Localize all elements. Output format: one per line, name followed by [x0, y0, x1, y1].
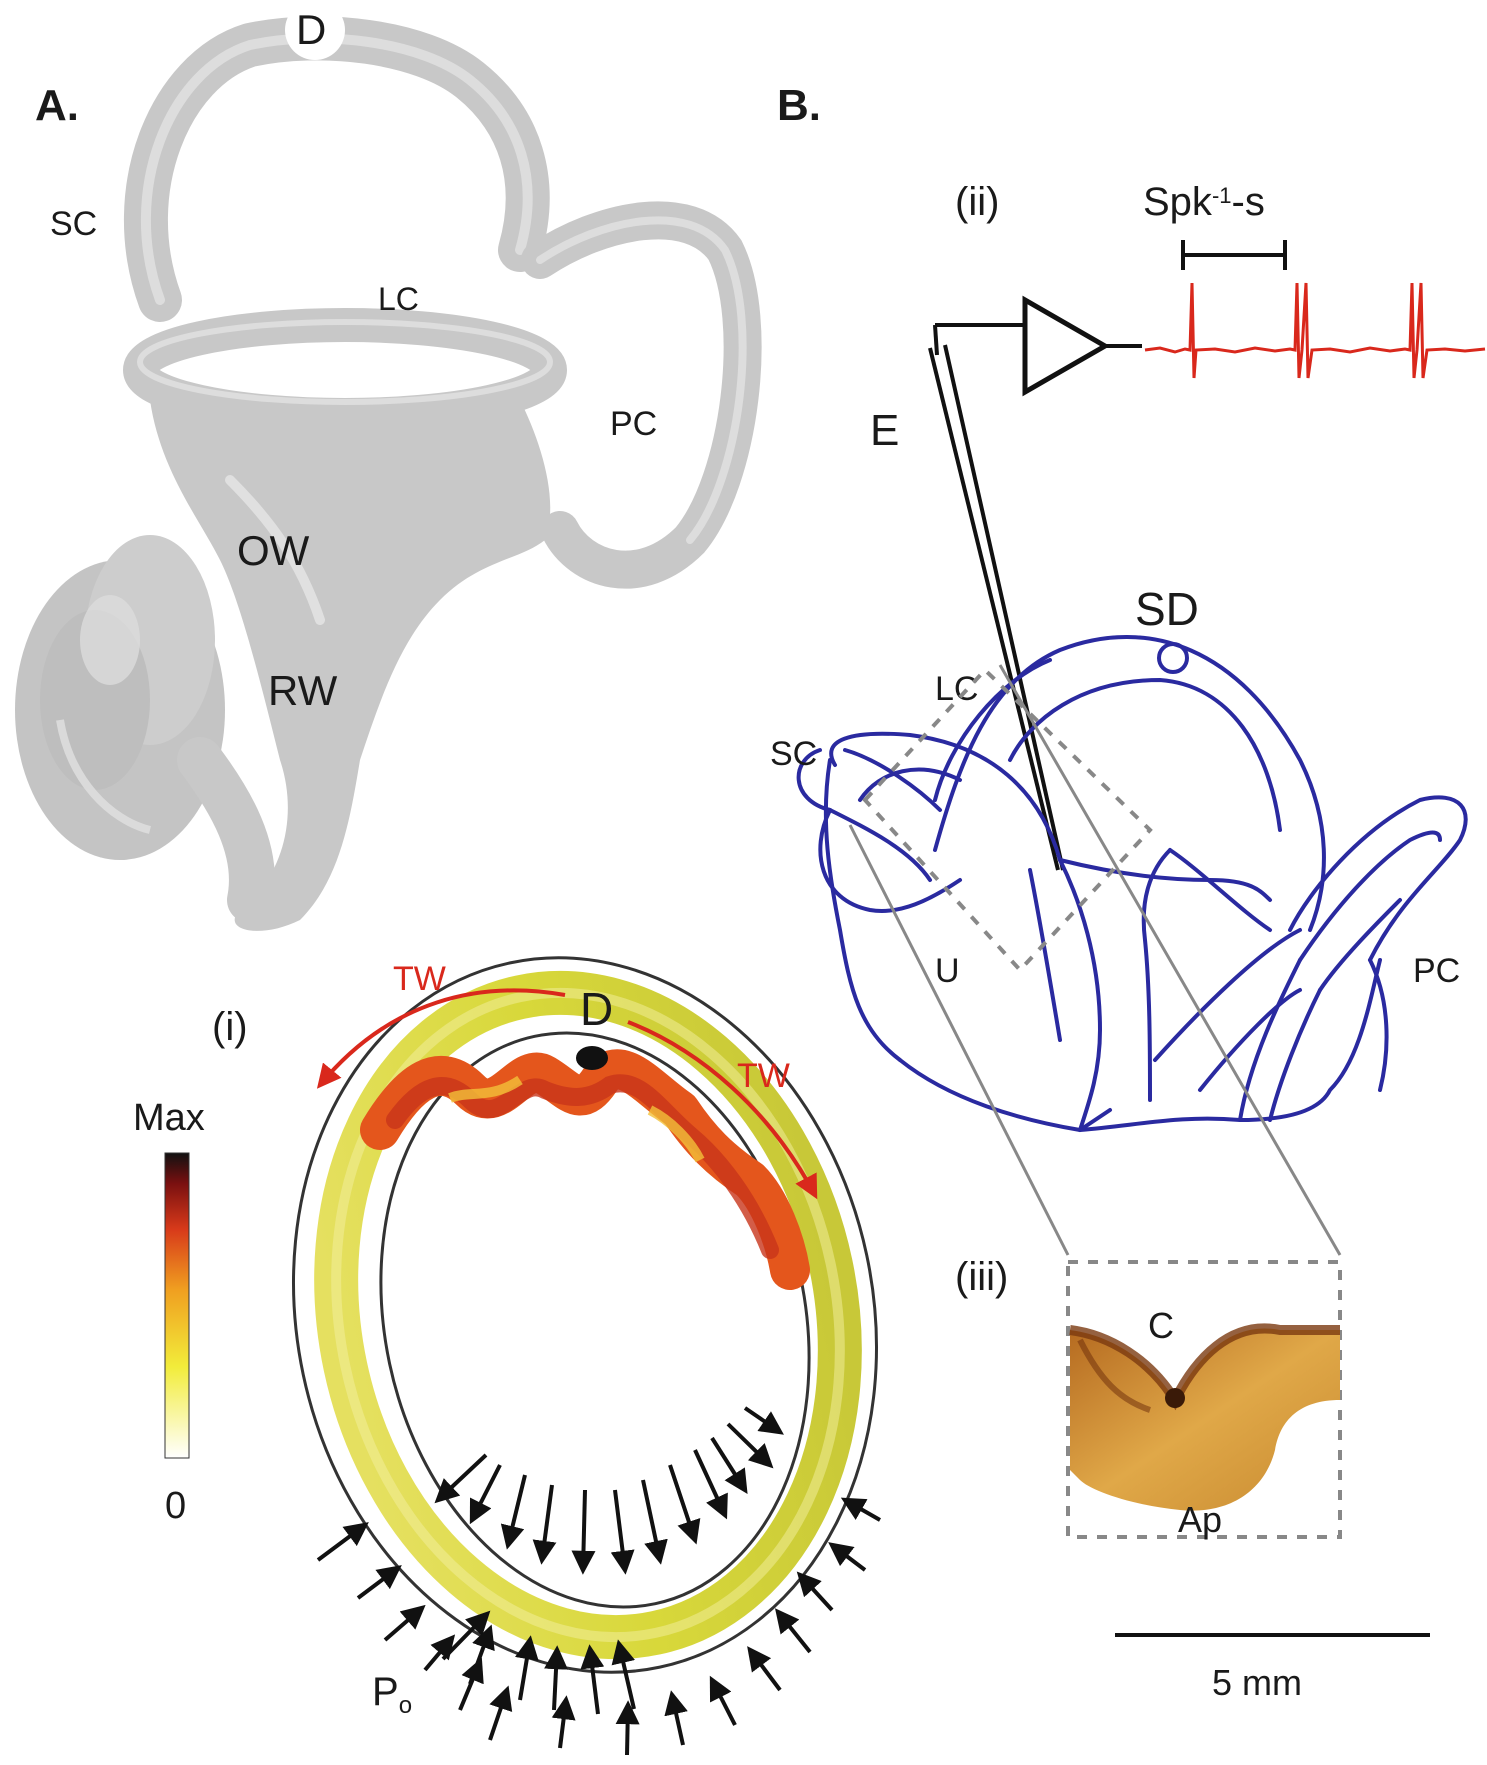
inner-pressure-arrows-top [434, 1406, 784, 1575]
panel-a-label: A. [35, 81, 79, 130]
inset-iii-region-marker [862, 667, 1153, 973]
cupula-tissue-image [1070, 1328, 1340, 1511]
tw-right-label: TW [737, 1057, 790, 1095]
electrode-wire [928, 323, 1065, 871]
panel-b: B. (ii) Spk-1-s E [770, 81, 1486, 1703]
crista-dark-spot [1165, 1388, 1185, 1408]
panel-a-pc-label: PC [610, 405, 657, 443]
panel-b-lc-label: LC [935, 670, 978, 708]
inset-ii: (ii) Spk-1-s E [870, 180, 1486, 871]
panel-b-u-label: U [935, 952, 960, 990]
inset-iii-c-label: C [1148, 1305, 1174, 1346]
max-strain-point [576, 1046, 608, 1070]
panel-a-sc-label: SC [50, 205, 97, 243]
inset-i: (i) Max 0 D TW T [133, 956, 881, 1756]
scale-bar-5mm: 5 mm [1115, 1633, 1430, 1703]
colorbar-gradient-bar [164, 1152, 190, 1459]
panel-a: A. D SC LC PC OW RW [15, 0, 762, 931]
outer-pressure-arrows [316, 1497, 881, 1756]
electrode-e-label: E [870, 406, 899, 455]
inset-ii-scale-label: Spk-1-s [1143, 180, 1265, 224]
inset-i-label: (i) [212, 1005, 248, 1049]
outer-pressure-label: Po [372, 1670, 412, 1719]
inset-ii-label: (ii) [955, 180, 999, 224]
spike-trace [1144, 282, 1486, 379]
colorbar-min-label: 0 [165, 1485, 186, 1527]
panel-b-sd-label: SD [1135, 583, 1199, 635]
inset-iii: (iii) C Ap [955, 1255, 1342, 1540]
inset-iii-label: (iii) [955, 1255, 1008, 1299]
panel-a-ow-label: OW [237, 527, 310, 574]
colorbar-max-label: Max [133, 1097, 205, 1139]
inset-i-d-label: D [580, 983, 613, 1035]
panel-a-lc-label: LC [378, 281, 419, 317]
panel-b-label: B. [777, 81, 821, 130]
labyrinth-3d-render [15, 16, 762, 931]
panel-b-sc-label: SC [770, 735, 817, 773]
tw-left-label: TW [393, 960, 446, 998]
panel-a-d-label: D [296, 6, 326, 53]
panel-a-rw-label: RW [268, 667, 338, 714]
scale-bar-label: 5 mm [1212, 1662, 1302, 1703]
travelling-wave-arrows: TW TW [316, 960, 818, 1200]
canal-strain-map [314, 970, 862, 1660]
colorbar: Max 0 [133, 1097, 205, 1527]
inset-iii-leader-lines [848, 664, 1342, 1256]
amplifier-symbol [1022, 295, 1111, 397]
inset-ii-scale-bar [1181, 240, 1287, 270]
panel-a-d-label-bg [285, 0, 345, 60]
panel-b-pc-label: PC [1413, 952, 1460, 990]
inset-iii-ap-label: Ap [1178, 1499, 1222, 1540]
labyrinth-outline-drawing [796, 635, 1468, 1133]
